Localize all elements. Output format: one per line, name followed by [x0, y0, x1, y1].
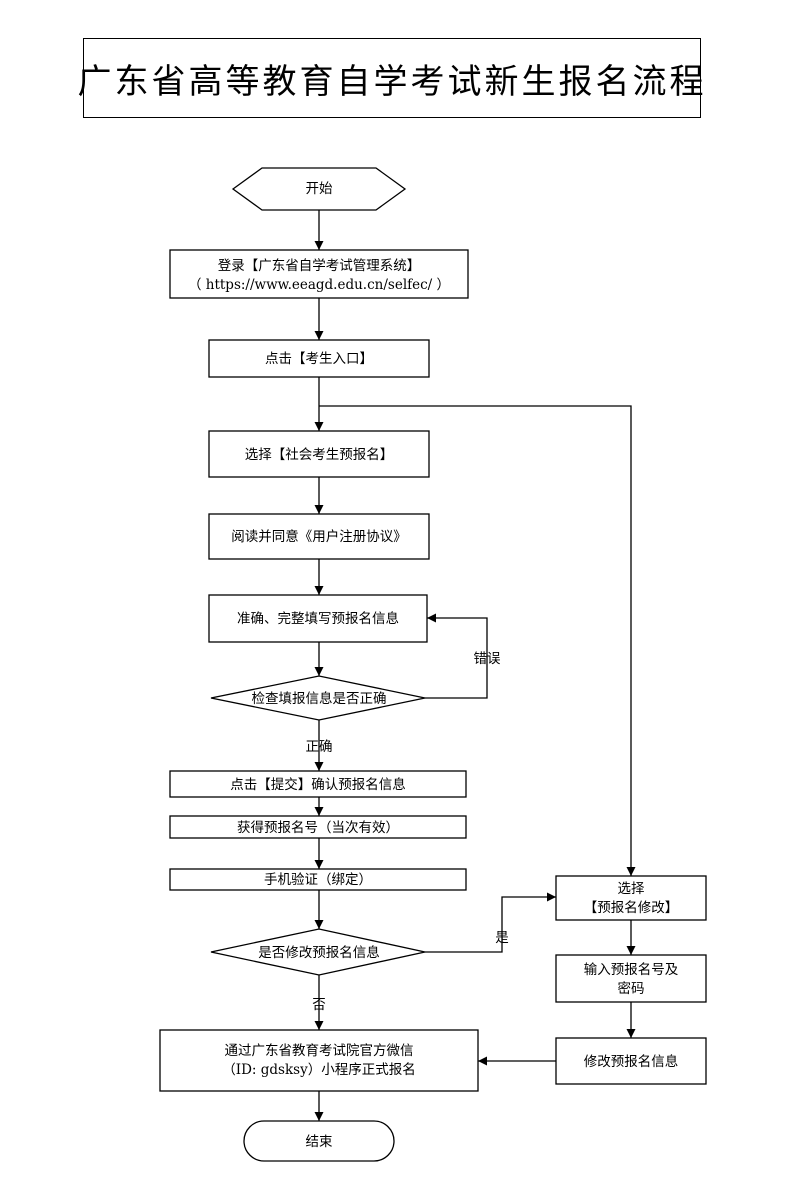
formal-reg-label-line2: （ID: gdsksy）小程序正式报名 [222, 1062, 415, 1078]
input-number-label-line1: 输入预报名号及 [584, 962, 679, 978]
modify-question-label: 是否修改预报名信息 [258, 944, 380, 961]
click-entry-label: 点击【考生入口】 [265, 351, 373, 367]
start-node: 开始 [231, 167, 407, 211]
edge-click-modify-branch [319, 405, 636, 876]
select-modify-label-line2: 【预报名修改】 [584, 900, 679, 916]
end-label: 结束 [306, 1134, 333, 1150]
submit-confirm-node: 点击【提交】确认预报名信息 [169, 770, 467, 798]
login-node: 登录【广东省自学考试管理系统】 （ https://www.eeagd.edu.… [169, 249, 469, 299]
read-agree-node: 阅读并同意《用户注册协议》 [208, 513, 430, 560]
phone-verify-node: 手机验证（绑定） [169, 868, 467, 891]
click-entry-node: 点击【考生入口】 [208, 339, 430, 378]
check-info-decision: 检查填报信息是否正确 [210, 675, 426, 721]
start-label: 开始 [306, 181, 333, 197]
edge-label-yes: 是 [495, 930, 509, 946]
fill-info-node: 准确、完整填写预报名信息 [208, 594, 428, 643]
formal-reg-node: 通过广东省教育考试院官方微信 （ID: gdsksy）小程序正式报名 [159, 1029, 479, 1092]
select-modify-node: 选择 【预报名修改】 [555, 875, 707, 921]
phone-verify-label: 手机验证（绑定） [264, 872, 372, 888]
page-title: 广东省高等教育自学考试新生报名流程 [77, 61, 707, 102]
get-number-node: 获得预报名号（当次有效） [169, 815, 467, 839]
title-box: 广东省高等教育自学考试新生报名流程 [78, 38, 704, 118]
connectors [314, 210, 636, 1121]
edge-question-yes [425, 892, 556, 953]
edge-label-correct: 正确 [306, 739, 333, 755]
input-number-node: 输入预报名号及 密码 [555, 954, 707, 1003]
modify-question-decision: 是否修改预报名信息 [210, 928, 426, 976]
get-number-label: 获得预报名号（当次有效） [237, 819, 399, 836]
edge-check-error-loop [425, 613, 488, 699]
read-agree-label: 阅读并同意《用户注册协议》 [231, 528, 407, 545]
login-label-line2: （ https://www.eeagd.edu.cn/selfec/ ） [188, 277, 450, 293]
edge-label-no: 否 [312, 997, 326, 1013]
submit-confirm-label: 点击【提交】确认预报名信息 [230, 776, 406, 793]
input-number-label-line2: 密码 [618, 980, 645, 997]
edge-label-error: 错误 [474, 651, 501, 667]
select-modify-label-line1: 选择 [618, 881, 646, 897]
login-label-line1: 登录【广东省自学考试管理系统】 [218, 258, 421, 274]
check-info-label: 检查填报信息是否正确 [252, 690, 387, 707]
fill-info-label: 准确、完整填写预报名信息 [237, 610, 399, 627]
select-pre-reg-label: 选择【社会考生预报名】 [245, 447, 394, 463]
end-node: 结束 [243, 1120, 395, 1162]
select-pre-reg-node: 选择【社会考生预报名】 [208, 430, 430, 478]
modify-info-label: 修改预报名信息 [584, 1053, 679, 1070]
modify-info-node: 修改预报名信息 [555, 1037, 707, 1085]
formal-reg-label-line1: 通过广东省教育考试院官方微信 [225, 1043, 414, 1059]
